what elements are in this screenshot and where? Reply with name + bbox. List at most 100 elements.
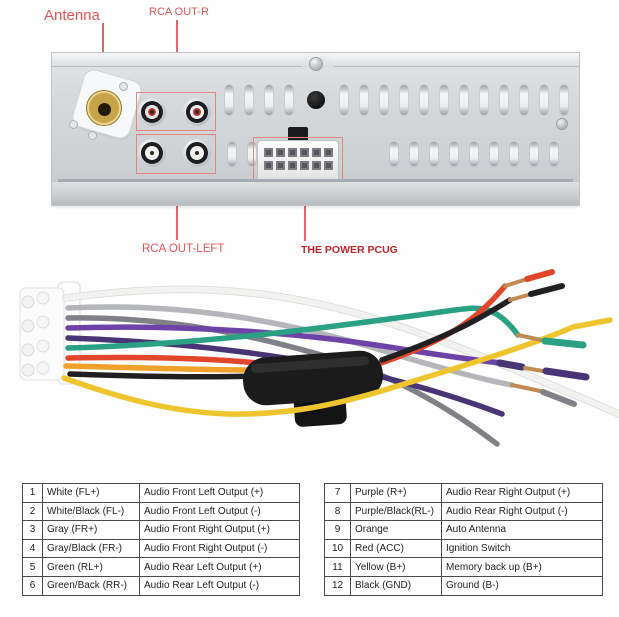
power-connector-socket (257, 140, 339, 184)
table-row: 11 Yellow (B+) Memory back up (B+) (324, 557, 603, 577)
pin-number-cell: 12 (324, 575, 351, 596)
screw-right (557, 119, 567, 129)
wire-purple (65, 324, 503, 366)
sleeve-gray (540, 389, 577, 407)
wire-color-cell: Yellow (B+) (350, 557, 442, 577)
vent-slot (460, 85, 468, 115)
function-cell: Audio Rear Right Output (-) (441, 501, 603, 522)
power-connector-pin (300, 161, 309, 170)
rca-pin-hole (195, 110, 199, 114)
vent-slot (420, 85, 428, 115)
power-connector-pin (288, 161, 297, 170)
rca-jack-left-2 (183, 139, 211, 167)
pin-number-cell: 6 (22, 575, 43, 596)
vent-slot (520, 85, 528, 115)
table-row: 4 Gray/Black (FR-) Audio Front Right Out… (22, 538, 300, 559)
power-connector-pin (312, 161, 321, 170)
wire-color-cell: White/Black (FL-) (42, 501, 140, 522)
power-connector-pin (264, 148, 273, 157)
function-cell: Memory back up (B+) (441, 557, 603, 577)
vent-slot (340, 85, 348, 115)
table-row: 5 Green (RL+) Audio Rear Left Output (+) (22, 557, 300, 577)
wire-color-cell: Green (RL+) (42, 557, 140, 577)
vent-slot (510, 142, 518, 166)
screw-antenna-1 (70, 121, 77, 128)
mount-hole (307, 91, 325, 109)
function-cell: Auto Antenna (441, 520, 603, 540)
rca-jack-left-1 (138, 139, 166, 167)
power-plug-leader-line (304, 186, 306, 241)
fuse-holder (243, 350, 383, 427)
vent-slot (410, 142, 418, 166)
pin-number-cell: 8 (324, 501, 351, 522)
pin-number-cell: 4 (22, 538, 43, 559)
wire-orange (63, 363, 255, 373)
pin-number-cell: 10 (324, 538, 351, 559)
pin-number-cell: 1 (22, 483, 43, 503)
pin-number-cell: 7 (324, 483, 351, 503)
panel-bottom-edge (52, 182, 579, 205)
rca-pin-hole (150, 151, 154, 155)
table-row: 6 Green/Back (RR-) Audio Rear Left Outpu… (22, 575, 300, 596)
vent-slot (490, 142, 498, 166)
rca-out-r-label: RCA OUT-R (149, 6, 209, 18)
wire-white (63, 286, 619, 417)
sleeve-red (524, 269, 555, 282)
power-connector-pin (300, 148, 309, 157)
vent-slot (265, 85, 273, 115)
rca-jack-right-2 (183, 98, 211, 126)
pin-table-left: 1 White (FL+) Audio Front Left Output (+… (22, 483, 300, 596)
vent-slot (440, 85, 448, 115)
sleeve-purple-1 (496, 359, 526, 371)
function-cell: Audio Rear Left Output (+) (139, 557, 300, 577)
wire-color-cell: Purple (R+) (350, 483, 442, 503)
rca-jack-right-1 (138, 98, 166, 126)
pin-number-cell: 3 (22, 520, 43, 540)
rca-out-r-outline-box (136, 92, 216, 131)
rca-out-left-outline-box (136, 134, 216, 174)
sleeve-black (528, 283, 565, 297)
antenna-label: Antenna (44, 7, 100, 24)
wire-color-cell: Orange (350, 520, 442, 540)
function-cell: Ground (B-) (441, 575, 603, 596)
wire-yellow (61, 317, 613, 417)
vent-slot (380, 85, 388, 115)
rca-center (193, 108, 201, 116)
function-cell: Audio Rear Right Output (+) (441, 483, 603, 503)
vent-slot (228, 142, 236, 166)
copper-tip-purple (523, 366, 545, 373)
vent-slot (248, 142, 256, 166)
table-row: 1 White (FL+) Audio Front Left Output (+… (22, 483, 300, 503)
pin-number-cell: 11 (324, 557, 351, 577)
function-cell: Audio Rear Left Output (-) (139, 575, 300, 596)
wire-color-cell: Gray/Black (FR-) (42, 538, 140, 559)
table-row: 8 Purple/Black(RL-) Audio Rear Right Out… (324, 501, 603, 522)
wire-color-cell: Gray (FR+) (42, 520, 140, 540)
wire-green (65, 305, 521, 351)
power-connector-pin (324, 148, 333, 157)
copper-tip-green (516, 333, 543, 342)
power-connector-pin (288, 148, 297, 157)
wire-color-cell: Purple/Black(RL-) (350, 501, 442, 522)
rca-pin-hole (150, 110, 154, 114)
rca-out-left-label: RCA OUT-LEFT (142, 243, 225, 255)
vent-slot (430, 142, 438, 166)
wire-color-cell: Green/Back (RR-) (42, 575, 140, 596)
vent-slot (560, 85, 568, 115)
pin-number-cell: 9 (324, 520, 351, 540)
power-plug-label: THE POWER PCUG (301, 244, 398, 256)
stereo-back-panel (52, 53, 579, 205)
sleeve-green (541, 337, 587, 349)
table-row: 12 Black (GND) Ground (B-) (324, 575, 603, 596)
vent-slot (225, 85, 233, 115)
table-row: 9 Orange Auto Antenna (324, 520, 603, 540)
wiring-harness-photo (19, 269, 619, 447)
table-row: 10 Red (ACC) Ignition Switch (324, 538, 603, 559)
vent-slot (390, 142, 398, 166)
panel-groove (58, 179, 573, 182)
function-cell: Audio Front Left Output (-) (139, 501, 300, 522)
function-cell: Audio Front Right Output (-) (139, 538, 300, 559)
power-connector-pin (276, 148, 285, 157)
pin-number-cell: 2 (22, 501, 43, 522)
